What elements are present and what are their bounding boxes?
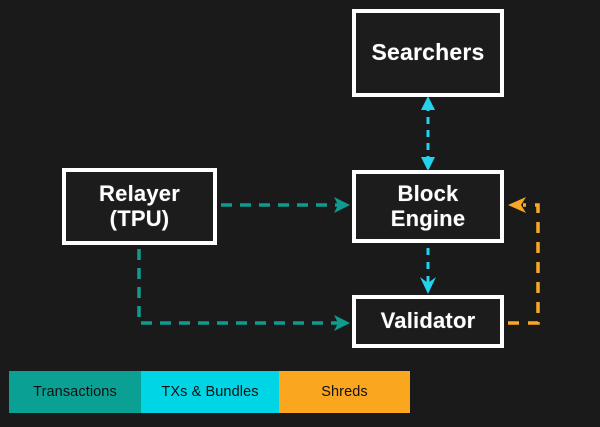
legend-item-transactions-label: Transactions: [33, 384, 117, 400]
arrowhead-right-validator: [334, 315, 350, 331]
node-searchers[interactable]: Searchers: [352, 9, 504, 97]
arrowhead-down-validator: [420, 277, 436, 294]
legend: Transactions TXs & Bundles Shreds: [9, 371, 410, 413]
edge-validator-block-engine: [508, 197, 540, 325]
legend-item-shreds-label: Shreds: [321, 384, 368, 400]
node-relayer[interactable]: Relayer (TPU): [62, 168, 217, 245]
legend-item-txs-and-bundles-label: TXs & Bundles: [161, 384, 259, 400]
node-validator[interactable]: Validator: [352, 295, 504, 348]
node-searchers-label: Searchers: [371, 39, 485, 66]
arrowhead-down-block-engine: [421, 157, 435, 171]
legend-item-shreds[interactable]: Shreds: [279, 371, 410, 413]
arrowhead-left-block-engine: [508, 197, 526, 213]
edge-relayer-validator: [137, 249, 350, 331]
edge-relayer-block-engine: [221, 197, 350, 213]
node-validator-label: Validator: [380, 308, 476, 334]
arrowhead-right-block-engine: [334, 197, 350, 213]
node-block-engine-label: Block Engine: [390, 180, 466, 231]
legend-item-transactions[interactable]: Transactions: [9, 371, 141, 413]
edge-line-relayer-validator: [137, 249, 340, 325]
legend-item-txs-and-bundles[interactable]: TXs & Bundles: [141, 371, 279, 413]
arrowhead-up-searchers: [421, 96, 435, 110]
edge-searchers-block-engine: [421, 96, 435, 171]
node-block-engine[interactable]: Block Engine: [352, 170, 504, 243]
edge-line-validator-block-engine: [508, 203, 540, 325]
edge-block-engine-validator: [420, 248, 436, 294]
node-relayer-label: Relayer (TPU): [99, 180, 180, 231]
